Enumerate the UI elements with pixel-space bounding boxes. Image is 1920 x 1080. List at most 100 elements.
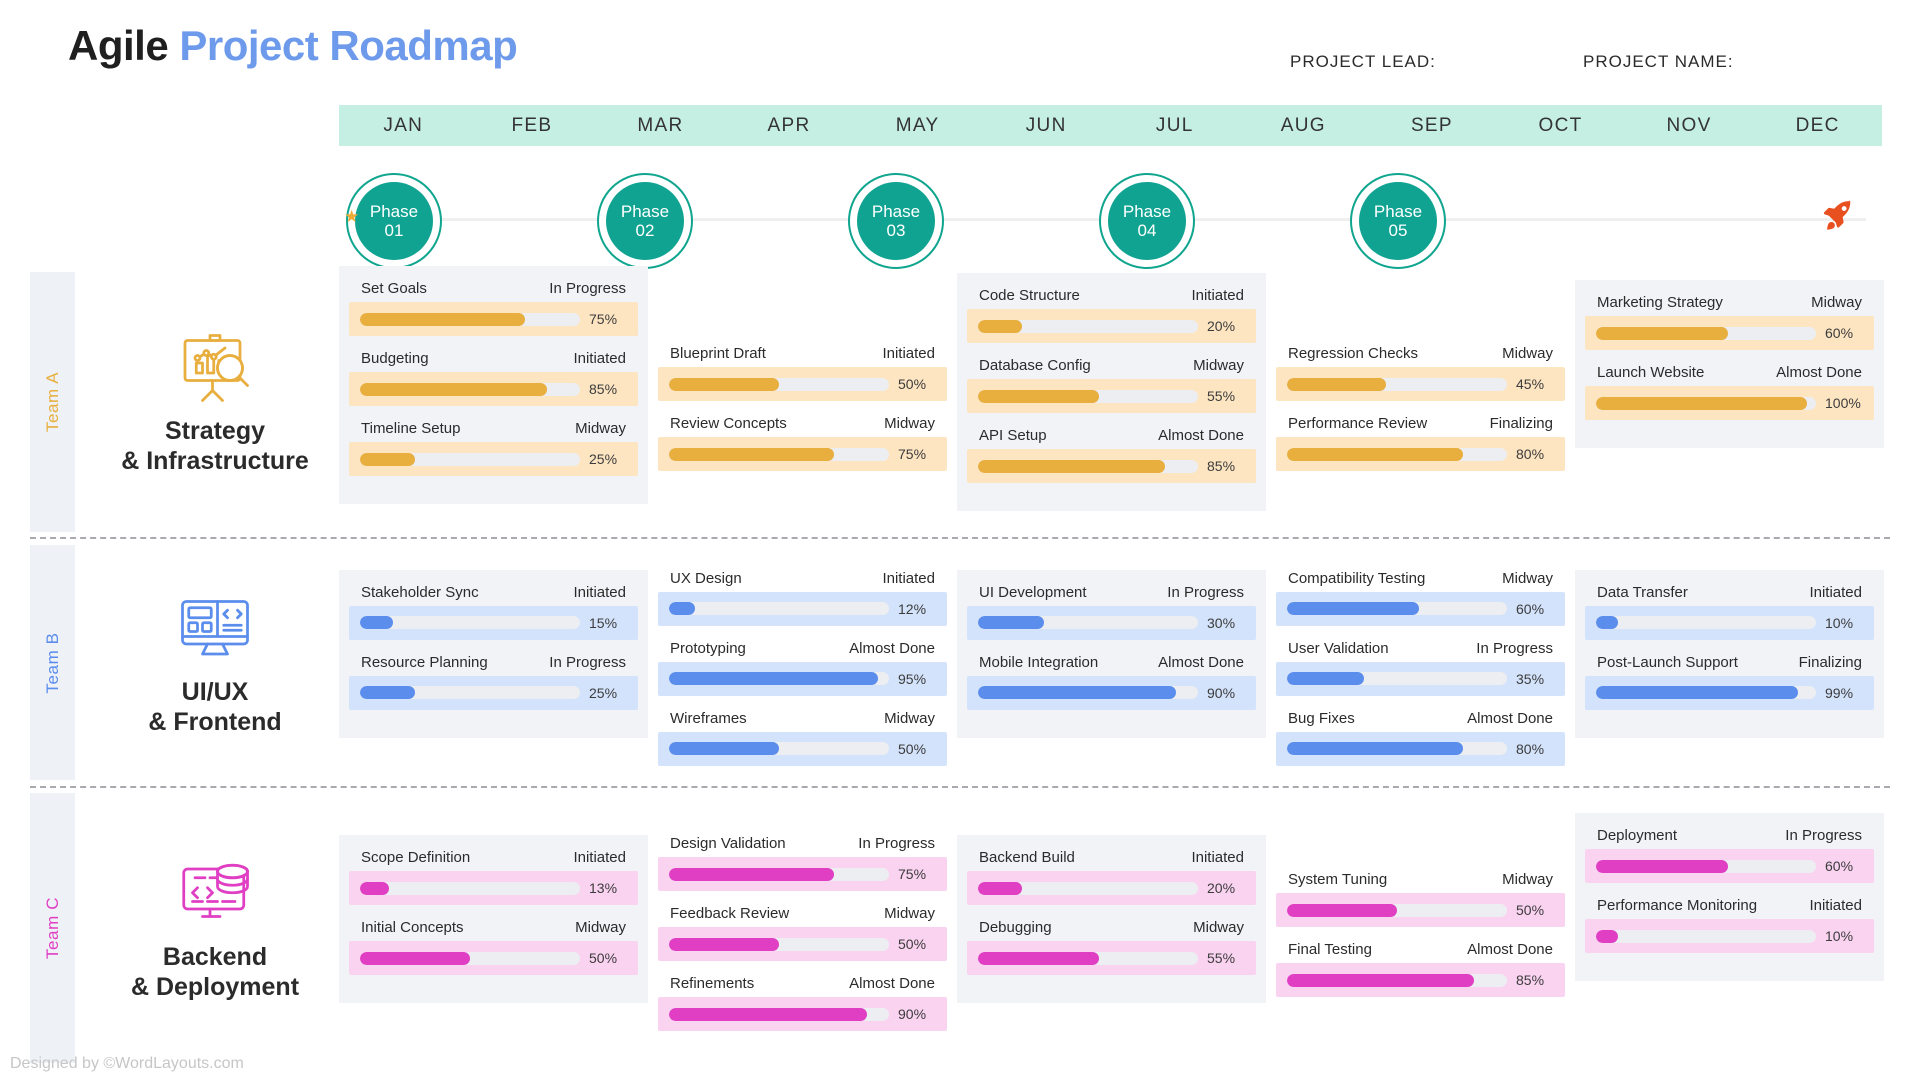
- progress-track[interactable]: [1287, 377, 1507, 391]
- task-status: Midway: [575, 420, 626, 437]
- progress-track[interactable]: [669, 447, 889, 461]
- team-name-line1: Backend: [162, 943, 268, 971]
- progress-track[interactable]: [978, 616, 1198, 629]
- progress-band: 85%: [967, 449, 1256, 483]
- progress-track[interactable]: [669, 672, 889, 685]
- team-tab-team-c: Team C: [30, 793, 75, 1063]
- progress-fill: [978, 616, 1044, 629]
- task-status: Initiated: [1809, 897, 1862, 914]
- progress-track[interactable]: [1287, 903, 1507, 917]
- progress-track[interactable]: [360, 312, 580, 326]
- task-status: Almost Done: [849, 975, 935, 992]
- progress-track[interactable]: [978, 881, 1198, 895]
- progress-track[interactable]: [669, 867, 889, 881]
- team-name-line1: Strategy: [164, 417, 266, 445]
- task-status: Almost Done: [849, 639, 935, 657]
- progress-track[interactable]: [978, 686, 1198, 699]
- task-name: UX Design: [670, 569, 742, 587]
- progress-track[interactable]: [669, 1007, 889, 1021]
- progress-track[interactable]: [1596, 859, 1816, 873]
- progress-track[interactable]: [1596, 326, 1816, 340]
- progress-track[interactable]: [978, 459, 1198, 473]
- progress-track[interactable]: [1287, 973, 1507, 987]
- progress-percent: 90%: [1207, 684, 1236, 701]
- progress-band: 50%: [658, 927, 947, 961]
- progress-track[interactable]: [1287, 447, 1507, 461]
- progress-track[interactable]: [978, 319, 1198, 333]
- progress-track[interactable]: [360, 951, 580, 965]
- progress-track[interactable]: [1596, 396, 1816, 410]
- progress-track[interactable]: [1596, 686, 1816, 699]
- progress-track[interactable]: [1287, 602, 1507, 615]
- progress-band: 45%: [1276, 367, 1565, 401]
- progress-track[interactable]: [360, 881, 580, 895]
- progress-track[interactable]: [1596, 929, 1816, 943]
- progress-track[interactable]: [360, 616, 580, 629]
- progress-track[interactable]: [360, 382, 580, 396]
- progress-track[interactable]: [669, 937, 889, 951]
- progress-track[interactable]: [669, 602, 889, 615]
- phase-label: Phase: [1373, 201, 1423, 221]
- progress-percent: 85%: [1516, 972, 1545, 988]
- progress-track[interactable]: [669, 377, 889, 391]
- progress-track[interactable]: [1596, 616, 1816, 629]
- progress-track[interactable]: [1287, 742, 1507, 755]
- progress-track[interactable]: [978, 389, 1198, 403]
- progress-track[interactable]: [669, 742, 889, 755]
- progress-track[interactable]: [1287, 672, 1507, 685]
- progress-track[interactable]: [360, 686, 580, 699]
- task-name: Code Structure: [979, 287, 1080, 304]
- progress-track[interactable]: [360, 452, 580, 466]
- progress-track[interactable]: [978, 951, 1198, 965]
- task-name: Bug Fixes: [1288, 709, 1355, 727]
